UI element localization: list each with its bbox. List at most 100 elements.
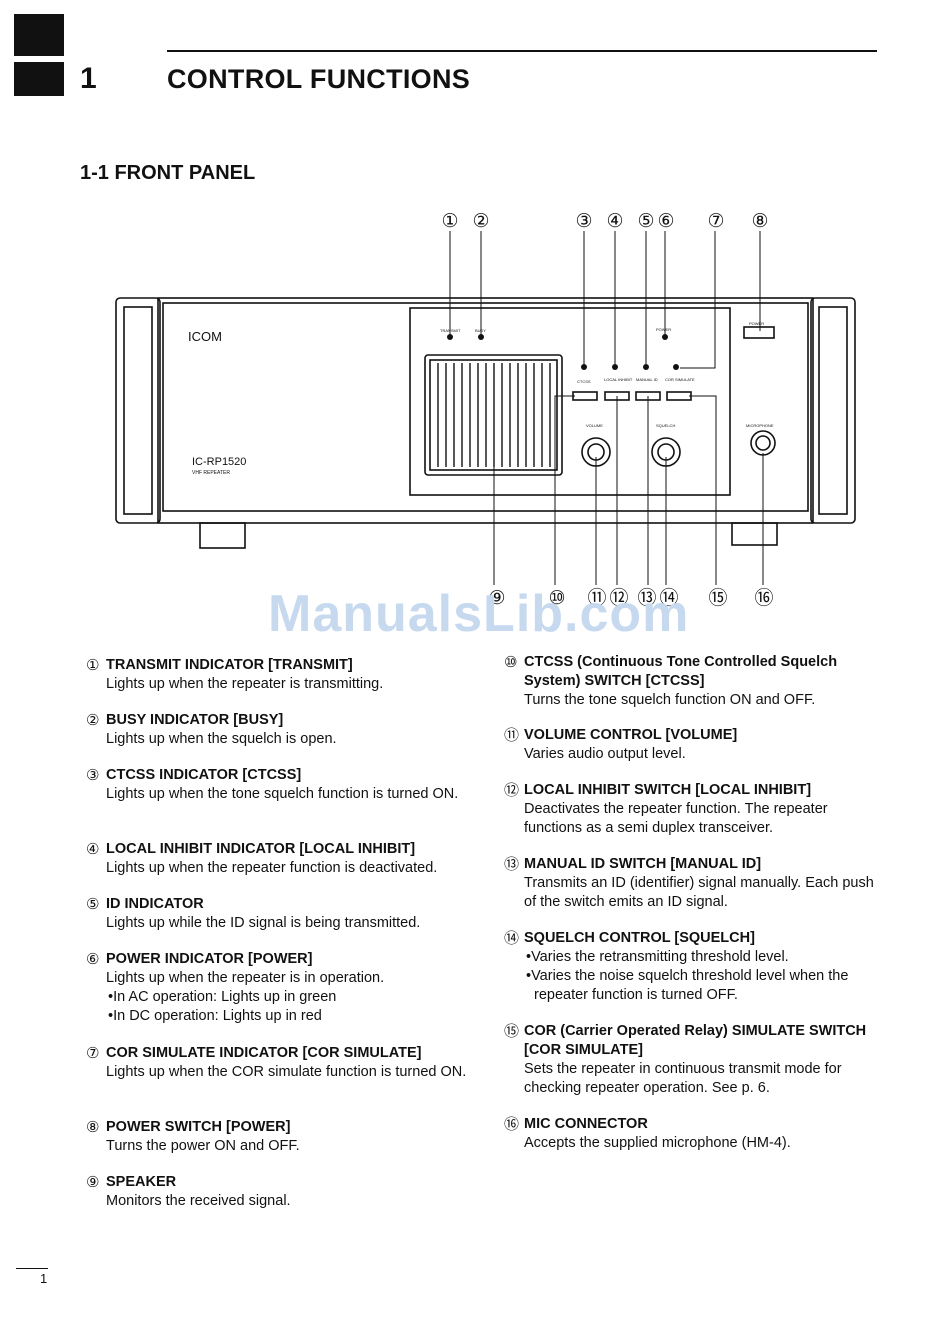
item-heading: ① TRANSMIT INDICATOR [TRANSMIT] bbox=[86, 656, 471, 675]
item-description: Transmits an ID (identifier) signal manu… bbox=[524, 875, 874, 910]
item-title: TRANSMIT INDICATOR [TRANSMIT] bbox=[106, 657, 353, 673]
item-heading: ② BUSY INDICATOR [BUSY] bbox=[86, 711, 471, 730]
item-number: ⑤ bbox=[86, 896, 100, 913]
item-number: ⑩ bbox=[504, 654, 518, 671]
item-title: ID INDICATOR bbox=[106, 896, 204, 912]
callout-3: ③ bbox=[575, 210, 592, 232]
function-item: ④ LOCAL INHIBIT INDICATOR [LOCAL INHIBIT]… bbox=[86, 840, 471, 878]
item-bullet: •In AC operation: Lights up in green bbox=[108, 989, 337, 1005]
item-number: ⑦ bbox=[86, 1045, 100, 1062]
function-item: ② BUSY INDICATOR [BUSY] Lights up when the… bbox=[86, 711, 471, 749]
callout-12: ⑫ bbox=[609, 587, 628, 609]
item-title: LOCAL INHIBIT INDICATOR [LOCAL INHIBIT] bbox=[106, 841, 416, 857]
function-item: ⑨ SPEAKER Monitors the received signal. bbox=[86, 1173, 471, 1211]
item-title: COR (Carrier Operated Relay) SIMULATE SW… bbox=[524, 1023, 867, 1058]
callout-16: ⑯ bbox=[754, 587, 773, 609]
svg-text:LOCAL INHIBIT: LOCAL INHIBIT bbox=[604, 377, 633, 382]
item-title: POWER SWITCH [POWER] bbox=[106, 1119, 291, 1135]
callout-2: ② bbox=[472, 210, 489, 232]
item-number: ⑨ bbox=[86, 1174, 100, 1191]
callout-10: ⑩ bbox=[548, 587, 565, 609]
model-label: IC-RP1520 bbox=[192, 456, 246, 468]
chapter-tab-bottom bbox=[14, 62, 64, 96]
item-title: MIC CONNECTOR bbox=[524, 1116, 648, 1132]
item-title: CTCSS (Continuous Tone Controlled Squelc… bbox=[524, 654, 838, 689]
item-description: Lights up when the repeater function is … bbox=[106, 860, 438, 876]
svg-text:BUSY: BUSY bbox=[475, 328, 486, 333]
item-description: Varies audio output level. bbox=[524, 746, 686, 762]
callout-11: ⑪ bbox=[587, 587, 606, 609]
svg-text:TRANSMIT: TRANSMIT bbox=[440, 328, 461, 333]
item-number: ⑪ bbox=[504, 727, 520, 744]
callout-7: ⑦ bbox=[707, 210, 724, 232]
callout-9: ⑨ bbox=[488, 587, 505, 609]
item-number: ④ bbox=[86, 841, 100, 858]
item-description: Lights up when the COR simulate function… bbox=[106, 1064, 467, 1080]
chapter-title: CONTROL FUNCTIONS bbox=[167, 64, 471, 94]
callout-4: ④ bbox=[606, 210, 623, 232]
item-description: Turns the power ON and OFF. bbox=[106, 1138, 300, 1154]
svg-text:POWER: POWER bbox=[749, 321, 764, 326]
item-heading: ⑧ POWER SWITCH [POWER] bbox=[86, 1118, 471, 1137]
item-number: ⑯ bbox=[504, 1116, 520, 1133]
item-bullet: •Varies the retransmitting threshold lev… bbox=[526, 949, 789, 965]
callout-6: ⑥ bbox=[657, 210, 674, 232]
callout-13: ⑬ bbox=[637, 587, 656, 609]
item-number: ⑧ bbox=[86, 1119, 100, 1136]
callout-1: ① bbox=[441, 210, 458, 232]
watermark: ManualsLib.com bbox=[268, 585, 690, 643]
svg-text:MICROPHONE: MICROPHONE bbox=[746, 423, 774, 428]
callout-15: ⑮ bbox=[708, 587, 727, 609]
item-title: SQUELCH CONTROL [SQUELCH] bbox=[524, 930, 755, 946]
svg-text:POWER: POWER bbox=[656, 327, 671, 332]
item-description: Lights up when the repeater is in operat… bbox=[106, 970, 385, 986]
svg-text:CTCSS: CTCSS bbox=[577, 379, 591, 384]
section-title: 1-1 FRONT PANEL bbox=[80, 162, 256, 184]
item-description: Monitors the received signal. bbox=[106, 1193, 291, 1209]
header-rule bbox=[167, 50, 877, 52]
svg-text:SQUELCH: SQUELCH bbox=[656, 423, 675, 428]
callout-8: ⑧ bbox=[751, 210, 768, 232]
item-description: Lights up when the repeater is transmitt… bbox=[106, 676, 384, 692]
brand-label: ICOM bbox=[188, 329, 222, 344]
item-number: ① bbox=[86, 657, 100, 674]
item-description: Accepts the supplied microphone (HM-4). bbox=[524, 1135, 791, 1151]
item-heading: ⑤ ID INDICATOR bbox=[86, 895, 471, 914]
item-description: Lights up when the squelch is open. bbox=[106, 731, 337, 747]
item-description: Lights up when the tone squelch function… bbox=[106, 786, 459, 802]
function-item: ⑩ CTCSS (Continuous Tone Controlled Squel… bbox=[504, 653, 889, 710]
item-description: Turns the tone squelch function ON and O… bbox=[524, 692, 816, 708]
item-bullet: •In DC operation: Lights up in red bbox=[108, 1008, 322, 1024]
front-panel-figure: ICOM IC-RP1520 VHF REPEATER TRANSMIT BUS… bbox=[115, 210, 856, 609]
item-number: ③ bbox=[86, 767, 100, 784]
callout-5: ⑤ bbox=[637, 210, 654, 232]
item-title: POWER INDICATOR [POWER] bbox=[106, 951, 313, 967]
item-title: BUSY INDICATOR [BUSY] bbox=[106, 712, 284, 728]
chapter-number: 1 bbox=[80, 62, 97, 95]
item-title: SPEAKER bbox=[106, 1174, 177, 1190]
chapter-tab-top bbox=[14, 14, 64, 56]
item-number: ② bbox=[86, 712, 100, 729]
item-description: Lights up while the ID signal is being t… bbox=[106, 915, 421, 931]
item-number: ⑭ bbox=[504, 930, 520, 947]
svg-text:VOLUME: VOLUME bbox=[586, 423, 603, 428]
svg-text:COR SIMULATE: COR SIMULATE bbox=[665, 377, 695, 382]
function-item: ① TRANSMIT INDICATOR [TRANSMIT] Lights up … bbox=[86, 656, 471, 694]
item-description: Sets the repeater in continuous transmit… bbox=[524, 1061, 842, 1096]
function-item: ⑤ ID INDICATOR Lights up while the ID sign… bbox=[86, 895, 471, 933]
item-title: LOCAL INHIBIT SWITCH [LOCAL INHIBIT] bbox=[524, 782, 812, 798]
